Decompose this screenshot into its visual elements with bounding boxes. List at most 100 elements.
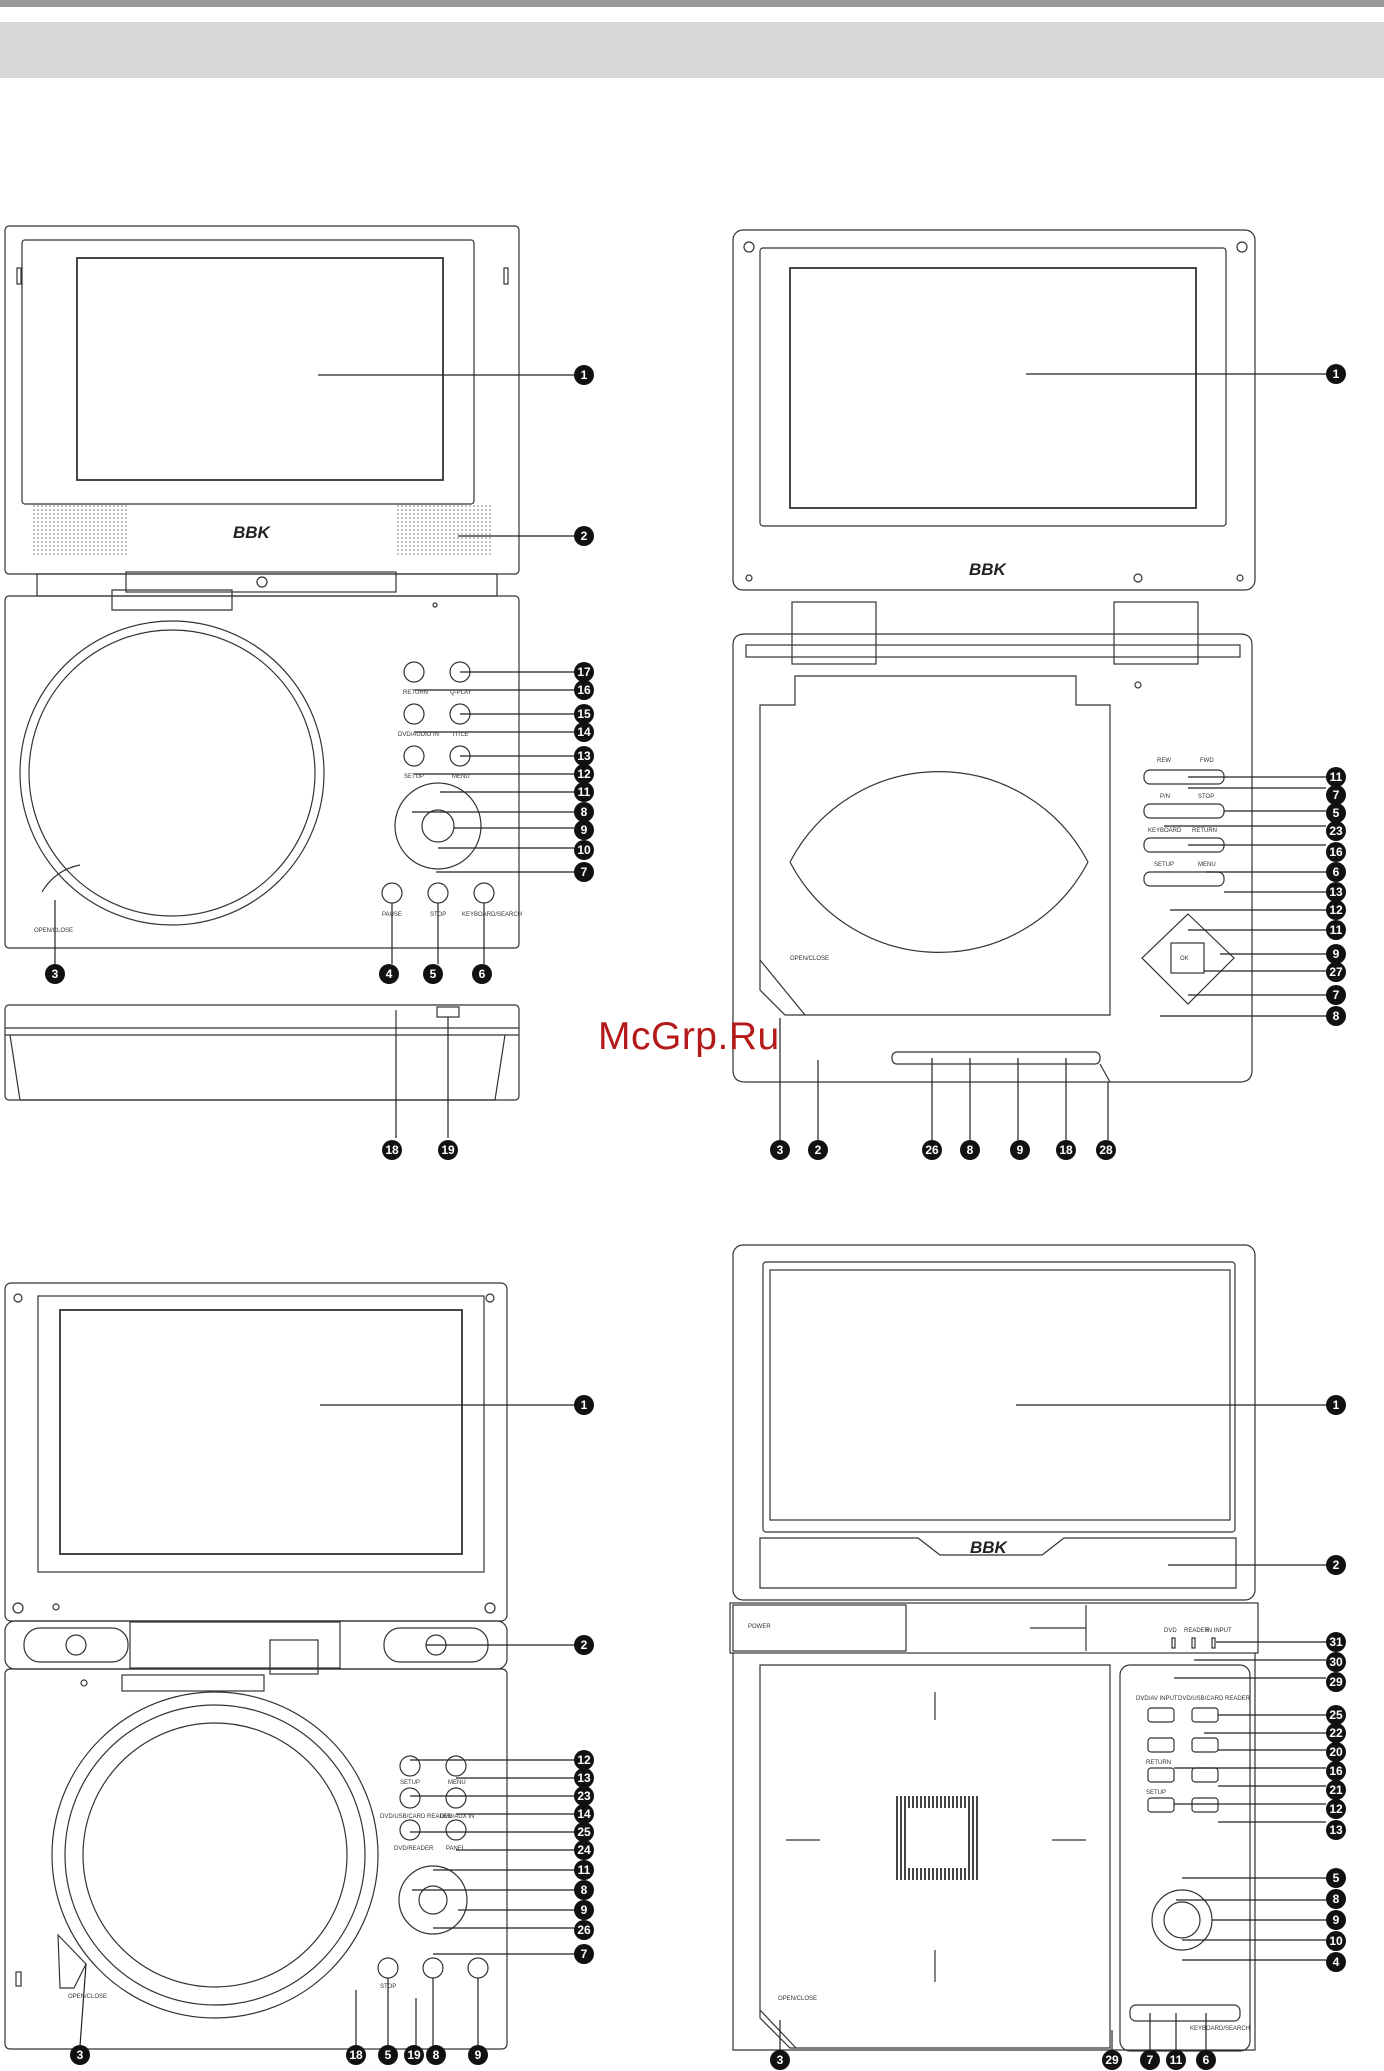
callouts-2: 1 11 7 5 23 16 6 13 12 11 9 27 7 8 3 2 2… — [770, 364, 1346, 1160]
callout-2-18: 18 — [1056, 1140, 1076, 1160]
label-stop-1: STOP — [430, 912, 446, 918]
svg-text:12: 12 — [577, 767, 591, 781]
label-ok-2: OK — [1180, 956, 1189, 962]
callout-4-22: 22 — [1326, 1723, 1346, 1743]
label-menu-2: MENU — [1198, 862, 1216, 868]
button-labels-1: RETURN Q-PLAY DVD/AUDIO IN TITLE SETUP M… — [34, 690, 522, 934]
label-open-close-4: OPEN/CLOSE — [778, 1996, 817, 2002]
svg-text:27: 27 — [1329, 965, 1343, 979]
svg-text:22: 22 — [1329, 1726, 1343, 1740]
callout-4-3: 3 — [770, 2050, 790, 2070]
brand-logo-4: BBK — [970, 1538, 1009, 1557]
svg-text:12: 12 — [1329, 903, 1343, 917]
callout-2-27: 27 — [1326, 962, 1346, 982]
svg-text:7: 7 — [581, 865, 588, 879]
label-keyboard-search-1: KEYBOARD/SEARCH — [462, 912, 522, 918]
callout-3-8: 8 — [574, 1880, 594, 1900]
callout-4-21: 21 — [1326, 1780, 1346, 1800]
svg-text:30: 30 — [1329, 1655, 1343, 1669]
svg-text:2: 2 — [815, 1143, 822, 1157]
svg-text:1: 1 — [581, 368, 588, 382]
label-rew-2: REW — [1157, 758, 1171, 764]
callout-4-13: 13 — [1326, 1820, 1346, 1840]
callout-1-17: 17 — [574, 662, 594, 682]
svg-text:8: 8 — [581, 805, 588, 819]
callout-3-9: 9 — [574, 1900, 594, 1920]
callout-1-14: 14 — [574, 722, 594, 742]
callout-4-11: 11 — [1166, 2050, 1186, 2070]
callout-4-4: 4 — [1326, 1952, 1346, 1972]
callout-3-2: 2 — [574, 1635, 594, 1655]
label-dvd-aux-3: DVD/AUX IN — [440, 1814, 474, 1820]
brand-logo-2: BBK — [969, 560, 1008, 579]
callout-2-12: 12 — [1326, 900, 1346, 920]
svg-text:11: 11 — [578, 1863, 591, 1877]
svg-text:4: 4 — [386, 967, 393, 981]
label-dvd-reader-3: DVD/READER — [394, 1846, 434, 1852]
svg-text:11: 11 — [1330, 770, 1343, 784]
svg-text:15: 15 — [577, 707, 591, 721]
callout-4-25: 25 — [1326, 1705, 1346, 1725]
svg-text:11: 11 — [1170, 2053, 1183, 2067]
label-stop-2: STOP — [1198, 794, 1214, 800]
svg-text:25: 25 — [577, 1825, 591, 1839]
callout-2-8b: 8 — [960, 1140, 980, 1160]
svg-text:16: 16 — [577, 683, 591, 697]
callout-1-6: 6 — [472, 964, 492, 984]
svg-text:8: 8 — [1333, 1009, 1340, 1023]
label-power-4: POWER — [748, 1624, 771, 1630]
svg-text:13: 13 — [577, 1771, 591, 1785]
label-panel-3: PANEL — [446, 1846, 466, 1852]
svg-text:6: 6 — [479, 967, 486, 981]
callout-4-6: 6 — [1196, 2050, 1216, 2070]
svg-text:5: 5 — [1333, 1871, 1340, 1885]
callout-1-16: 16 — [574, 680, 594, 700]
label-stop-3: STOP — [380, 1984, 396, 1990]
svg-text:8: 8 — [433, 2048, 440, 2062]
callout-1-10: 10 — [574, 840, 594, 860]
callout-2-8: 8 — [1326, 1006, 1346, 1026]
svg-text:20: 20 — [1329, 1745, 1343, 1759]
svg-text:9: 9 — [581, 823, 588, 837]
callout-1-11: 11 — [574, 782, 594, 802]
callout-4-29: 29 — [1326, 1672, 1346, 1692]
svg-text:5: 5 — [430, 967, 437, 981]
top-rule — [0, 0, 1384, 7]
callout-1-9: 9 — [574, 820, 594, 840]
callout-2-11b: 11 — [1326, 920, 1346, 940]
svg-text:10: 10 — [1329, 1934, 1343, 1948]
callout-3-19: 19 — [404, 2045, 424, 2065]
svg-text:16: 16 — [1329, 1764, 1343, 1778]
svg-text:26: 26 — [925, 1143, 939, 1157]
svg-text:26: 26 — [577, 1923, 591, 1937]
callout-3-12: 12 — [574, 1750, 594, 1770]
svg-text:11: 11 — [578, 785, 591, 799]
callout-2-13: 13 — [1326, 882, 1346, 902]
header-band — [0, 22, 1384, 78]
brand-logo-1: BBK — [233, 523, 272, 542]
label-menu-1: MENU — [452, 774, 470, 780]
label-pn-2: P/N — [1160, 794, 1170, 800]
svg-text:2: 2 — [1333, 1558, 1340, 1572]
callout-2-1: 1 — [1326, 364, 1346, 384]
svg-text:11: 11 — [1330, 923, 1343, 937]
svg-text:2: 2 — [581, 529, 588, 543]
svg-text:29: 29 — [1105, 2053, 1119, 2067]
svg-text:14: 14 — [577, 1807, 591, 1821]
callout-2-2: 2 — [808, 1140, 828, 1160]
callouts-3: 1 2 12 13 23 14 25 24 11 8 9 26 7 3 18 5… — [70, 1395, 594, 2065]
callout-2-7b: 7 — [1326, 985, 1346, 1005]
label-dvd-av-input-4: DVD/AV INPUT — [1136, 1696, 1178, 1702]
svg-text:25: 25 — [1329, 1708, 1343, 1722]
label-qplay-1: Q-PLAY — [450, 690, 472, 696]
callout-2-28: 28 — [1096, 1140, 1116, 1160]
svg-text:3: 3 — [77, 2048, 84, 2062]
callout-3-3: 3 — [70, 2045, 90, 2065]
svg-text:17: 17 — [577, 665, 591, 679]
svg-text:4: 4 — [1333, 1955, 1340, 1969]
callout-3-23: 23 — [574, 1786, 594, 1806]
callout-4-29b: 29 — [1102, 2050, 1122, 2070]
callout-1-5: 5 — [423, 964, 443, 984]
svg-text:13: 13 — [1329, 885, 1343, 899]
